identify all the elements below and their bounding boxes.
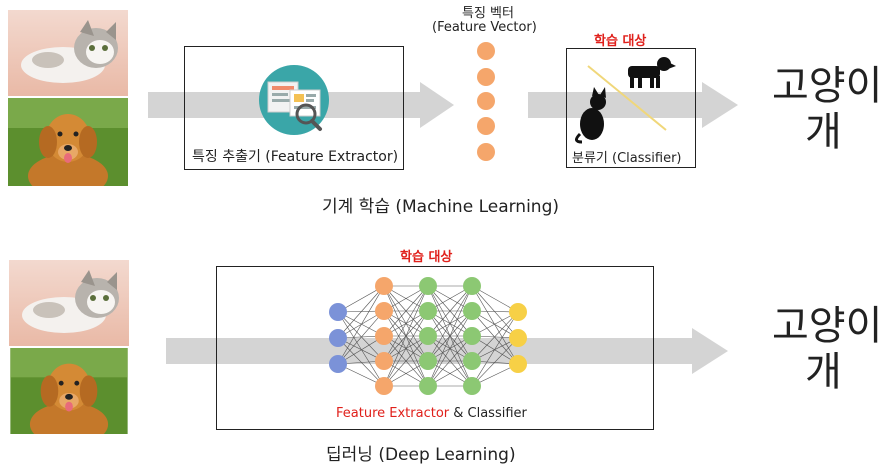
- caption-feature-extractor: Feature Extractor: [336, 406, 450, 421]
- learning-target-label-top: 학습 대상: [594, 34, 647, 49]
- network-edge: [337, 310, 385, 365]
- network-edge: [471, 311, 519, 362]
- network-edge: [427, 335, 473, 387]
- network-node: [375, 302, 393, 320]
- network-node: [375, 352, 393, 370]
- network-edge: [427, 285, 473, 337]
- cat-icon: [575, 87, 606, 144]
- output-cat-bottom: 고양이: [772, 303, 883, 349]
- arrow-top-2: [528, 82, 738, 128]
- cat-photo-top: [8, 10, 128, 96]
- network-node: [463, 277, 481, 295]
- network-edge: [337, 311, 385, 362]
- feature-vector-node: [477, 92, 495, 110]
- network-edge: [383, 285, 429, 362]
- network-node: [419, 352, 437, 370]
- network-node: [419, 277, 437, 295]
- network-edge: [383, 285, 429, 337]
- network-edge: [427, 285, 473, 387]
- network-node: [509, 329, 527, 347]
- feature-vector-label-line2: (Feature Vector): [432, 20, 537, 35]
- feature-vector-node: [477, 42, 495, 60]
- network-node: [463, 327, 481, 345]
- feature-extractor-icon: [259, 65, 329, 135]
- network-edge: [337, 311, 385, 387]
- feature-vector-node: [477, 68, 495, 86]
- network-node: [463, 377, 481, 395]
- network-node: [375, 377, 393, 395]
- feature-vector-label-line1: 특징 벡터: [462, 6, 514, 21]
- classifier-caption: 분류기 (Classifier): [572, 151, 682, 166]
- network-edge: [471, 311, 519, 387]
- network-edge: [471, 285, 519, 365]
- neural-network-diagram: [329, 277, 527, 395]
- network-edge: [427, 285, 473, 362]
- network-node: [375, 327, 393, 345]
- dog-icon: [620, 57, 676, 88]
- learning-target-label-bottom: 학습 대상: [400, 250, 453, 265]
- network-node: [329, 303, 347, 321]
- deep-learning-box-caption: Feature Extractor & Classifier: [336, 406, 527, 421]
- caption-classifier: & Classifier: [449, 406, 527, 421]
- network-edge: [471, 337, 519, 387]
- network-edge: [337, 285, 385, 339]
- machine-learning-title: 기계 학습 (Machine Learning): [322, 197, 560, 217]
- deep-learning-title: 딥러닝 (Deep Learning): [326, 445, 516, 465]
- output-dog-bottom: 개: [805, 349, 842, 395]
- network-edge: [383, 335, 429, 387]
- network-node: [419, 377, 437, 395]
- network-node: [509, 303, 527, 321]
- output-cat-top: 고양이: [772, 63, 883, 109]
- network-edge: [337, 285, 385, 365]
- dog-photo-bottom: [8, 348, 130, 434]
- network-edge: [383, 310, 429, 387]
- network-node: [375, 277, 393, 295]
- feature-vector-node: [477, 143, 495, 161]
- classifier-box: [566, 48, 696, 168]
- network-node: [329, 329, 347, 347]
- network-node: [463, 352, 481, 370]
- output-dog-top: 개: [805, 109, 842, 155]
- network-edge: [471, 285, 519, 339]
- network-edge: [383, 285, 429, 387]
- network-node: [419, 302, 437, 320]
- cat-photo-bottom: [8, 260, 130, 346]
- dog-photo-top: [8, 98, 128, 186]
- network-edge: [471, 310, 519, 365]
- network-node: [419, 327, 437, 345]
- classifier-diagram: [575, 57, 676, 144]
- network-node: [509, 355, 527, 373]
- deep-learning-box: [216, 266, 654, 430]
- network-edge: [427, 310, 473, 387]
- network-edge: [337, 337, 385, 387]
- network-node: [463, 302, 481, 320]
- feature-extractor-box: [184, 46, 404, 170]
- extractor-caption: 특징 추출기 (Feature Extractor): [192, 149, 399, 165]
- feature-vector-node: [477, 117, 495, 135]
- network-node: [329, 355, 347, 373]
